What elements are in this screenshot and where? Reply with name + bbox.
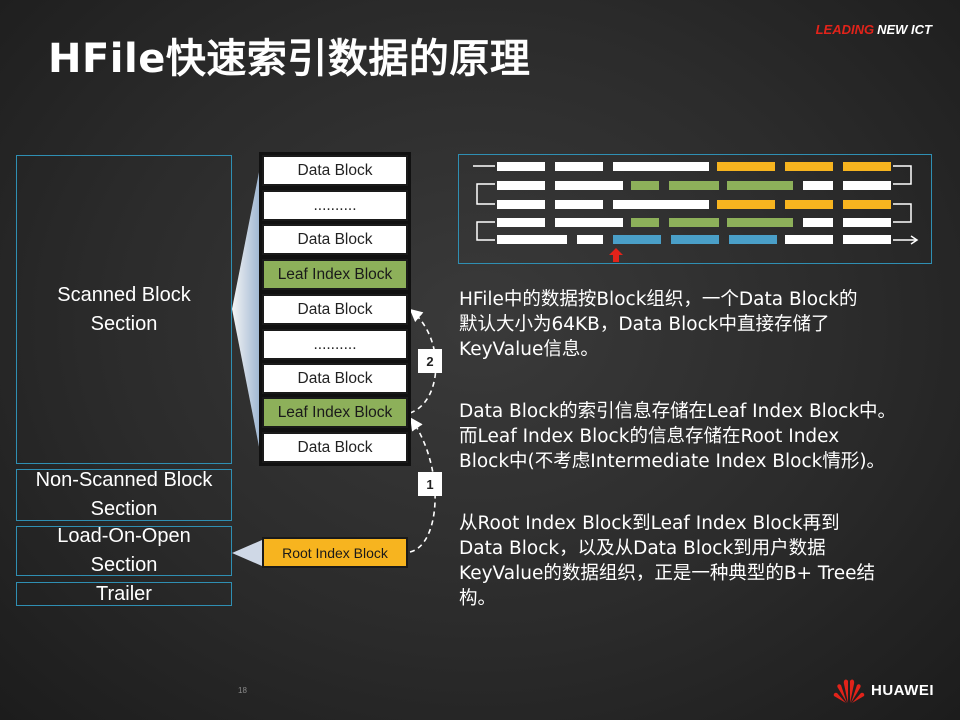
marker-up-arrow-icon bbox=[609, 248, 623, 262]
slide-title: HFile快速索引数据的原理 bbox=[48, 36, 531, 82]
paragraph-line: HFile中的数据按Block组织，一个Data Block的 bbox=[459, 289, 858, 310]
paragraph-line: KeyValue信息。 bbox=[459, 339, 599, 360]
scanned-block-section: Scanned Block Section bbox=[16, 155, 232, 464]
logo-wordmark: HUAWEI bbox=[871, 681, 934, 699]
section-label-line: Section bbox=[90, 554, 158, 576]
paragraph-bplus-tree: 从Root Index Block到Leaf Index Block再到 Dat… bbox=[459, 511, 875, 611]
section-label-line: Load-On-Open bbox=[57, 525, 191, 547]
huawei-logo: HUAWEI bbox=[833, 676, 934, 704]
block-row-4 bbox=[497, 218, 891, 227]
ellipsis-block: .......... bbox=[262, 190, 408, 221]
section-label-line: Section bbox=[90, 498, 158, 520]
paragraph-index-storage: Data Block的索引信息存储在Leaf Index Block中。 而Le… bbox=[459, 399, 896, 474]
load-on-open-section: Load-On-Open Section bbox=[16, 525, 232, 576]
block-row-5 bbox=[497, 235, 891, 244]
paragraph-line: Data Block的索引信息存储在Leaf Index Block中。 bbox=[459, 401, 897, 422]
data-block: Data Block bbox=[262, 224, 408, 255]
ellipsis-block: .......... bbox=[262, 329, 408, 360]
root-index-block: Root Index Block bbox=[262, 537, 408, 568]
data-block: Data Block bbox=[262, 432, 408, 463]
paragraph-line: 而Leaf Index Block的信息存储在Root Index bbox=[459, 426, 840, 447]
paragraph-line: Data Block，以及从Data Block到用户数据 bbox=[459, 538, 826, 559]
data-block: Data Block bbox=[262, 294, 408, 325]
load-on-open-pointer bbox=[232, 540, 262, 566]
step-badge-1: 1 bbox=[418, 472, 442, 496]
non-scanned-block-section: Non-Scanned Block Section bbox=[16, 469, 232, 521]
section-label-line: Non-Scanned Block bbox=[35, 469, 213, 491]
block-row-1 bbox=[497, 162, 891, 171]
paragraph-line: 默认大小为64KB，Data Block中直接存储了 bbox=[459, 314, 830, 335]
trailer-section: Trailer bbox=[16, 582, 232, 606]
step-badge-2: 2 bbox=[418, 349, 442, 373]
leaf-index-block: Leaf Index Block bbox=[262, 259, 408, 290]
data-organization-diagram bbox=[458, 154, 932, 264]
paragraph-line: KeyValue的数据组织，正是一种典型的B+ Tree结 bbox=[459, 563, 875, 584]
arrow-root-to-leaf bbox=[409, 417, 436, 553]
brand-tagline-part2: NEW ICT bbox=[877, 22, 932, 37]
section-label-line: Section bbox=[90, 312, 158, 335]
data-block: Data Block bbox=[262, 155, 408, 186]
section-label-line: Trailer bbox=[96, 582, 152, 605]
page-number: 18 bbox=[238, 686, 247, 695]
paragraph-line: Block中(不考虑Intermediate Index Block情形)。 bbox=[459, 451, 886, 472]
brand-tagline-part1: LEADING bbox=[815, 22, 875, 37]
block-row-2 bbox=[497, 181, 891, 190]
scanned-section-wedge bbox=[232, 157, 262, 462]
block-rows-illustration bbox=[473, 162, 919, 262]
section-label-line: Scanned Block bbox=[57, 283, 191, 306]
huawei-petal-icon bbox=[833, 679, 865, 703]
leaf-index-block: Leaf Index Block bbox=[262, 397, 408, 428]
paragraph-line: 构。 bbox=[459, 588, 497, 609]
paragraph-block-organization: HFile中的数据按Block组织，一个Data Block的 默认大小为64K… bbox=[459, 287, 858, 362]
paragraph-line: 从Root Index Block到Leaf Index Block再到 bbox=[459, 513, 840, 534]
block-row-3 bbox=[497, 200, 891, 209]
data-block: Data Block bbox=[262, 363, 408, 394]
